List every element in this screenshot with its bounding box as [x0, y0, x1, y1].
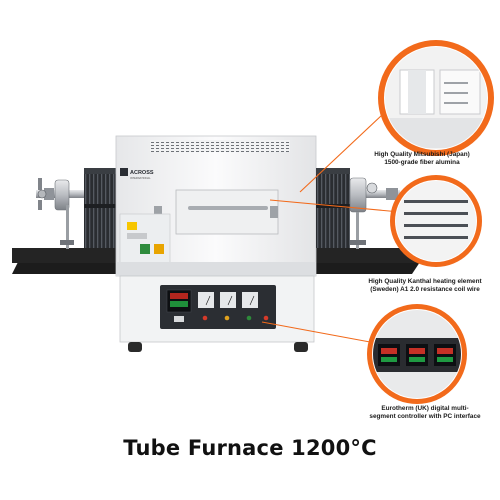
caption-line: High Quality Mitsubishi (Japan)	[374, 151, 470, 158]
caption-line: High Quality Kanthal heating element	[368, 278, 482, 285]
caption-line: (Sweden) A1 2.0 resistance coil wire	[370, 286, 480, 294]
callout-circle-heating-element	[390, 175, 482, 267]
callout-circle-fiber-alumina	[378, 40, 494, 156]
caption-line: segment controller with PC interface	[369, 413, 481, 421]
left-side-chamber	[84, 168, 116, 248]
logo-text-sub: INTERNATIONAL	[130, 176, 151, 180]
left-tube-assembly	[36, 178, 116, 249]
right-side-chamber	[316, 168, 350, 248]
right-tube-assembly	[349, 177, 400, 249]
caption-line: Eurotherm (UK) digital multi-	[381, 405, 469, 412]
caption-line: 1500-grade fiber alumina	[384, 159, 460, 167]
caster-wheels	[128, 342, 308, 352]
callout-caption-heating-element: High Quality Kanthal heating element (Sw…	[350, 278, 500, 294]
logo-text-main: ACROSS	[130, 170, 154, 176]
callout-caption-controller: Eurotherm (UK) digital multi- segment co…	[355, 405, 495, 421]
callout-leaders	[261, 114, 401, 343]
control-cabinet	[119, 275, 315, 343]
callout-caption-fiber-alumina: High Quality Mitsubishi (Japan) 1500-gra…	[362, 151, 482, 167]
product-title: Tube Furnace 1200°C	[123, 436, 377, 460]
callout-circle-controller	[367, 304, 467, 404]
furnace-main-body	[115, 135, 317, 277]
brand-logo: ACROSS INTERNATIONAL	[120, 168, 154, 180]
